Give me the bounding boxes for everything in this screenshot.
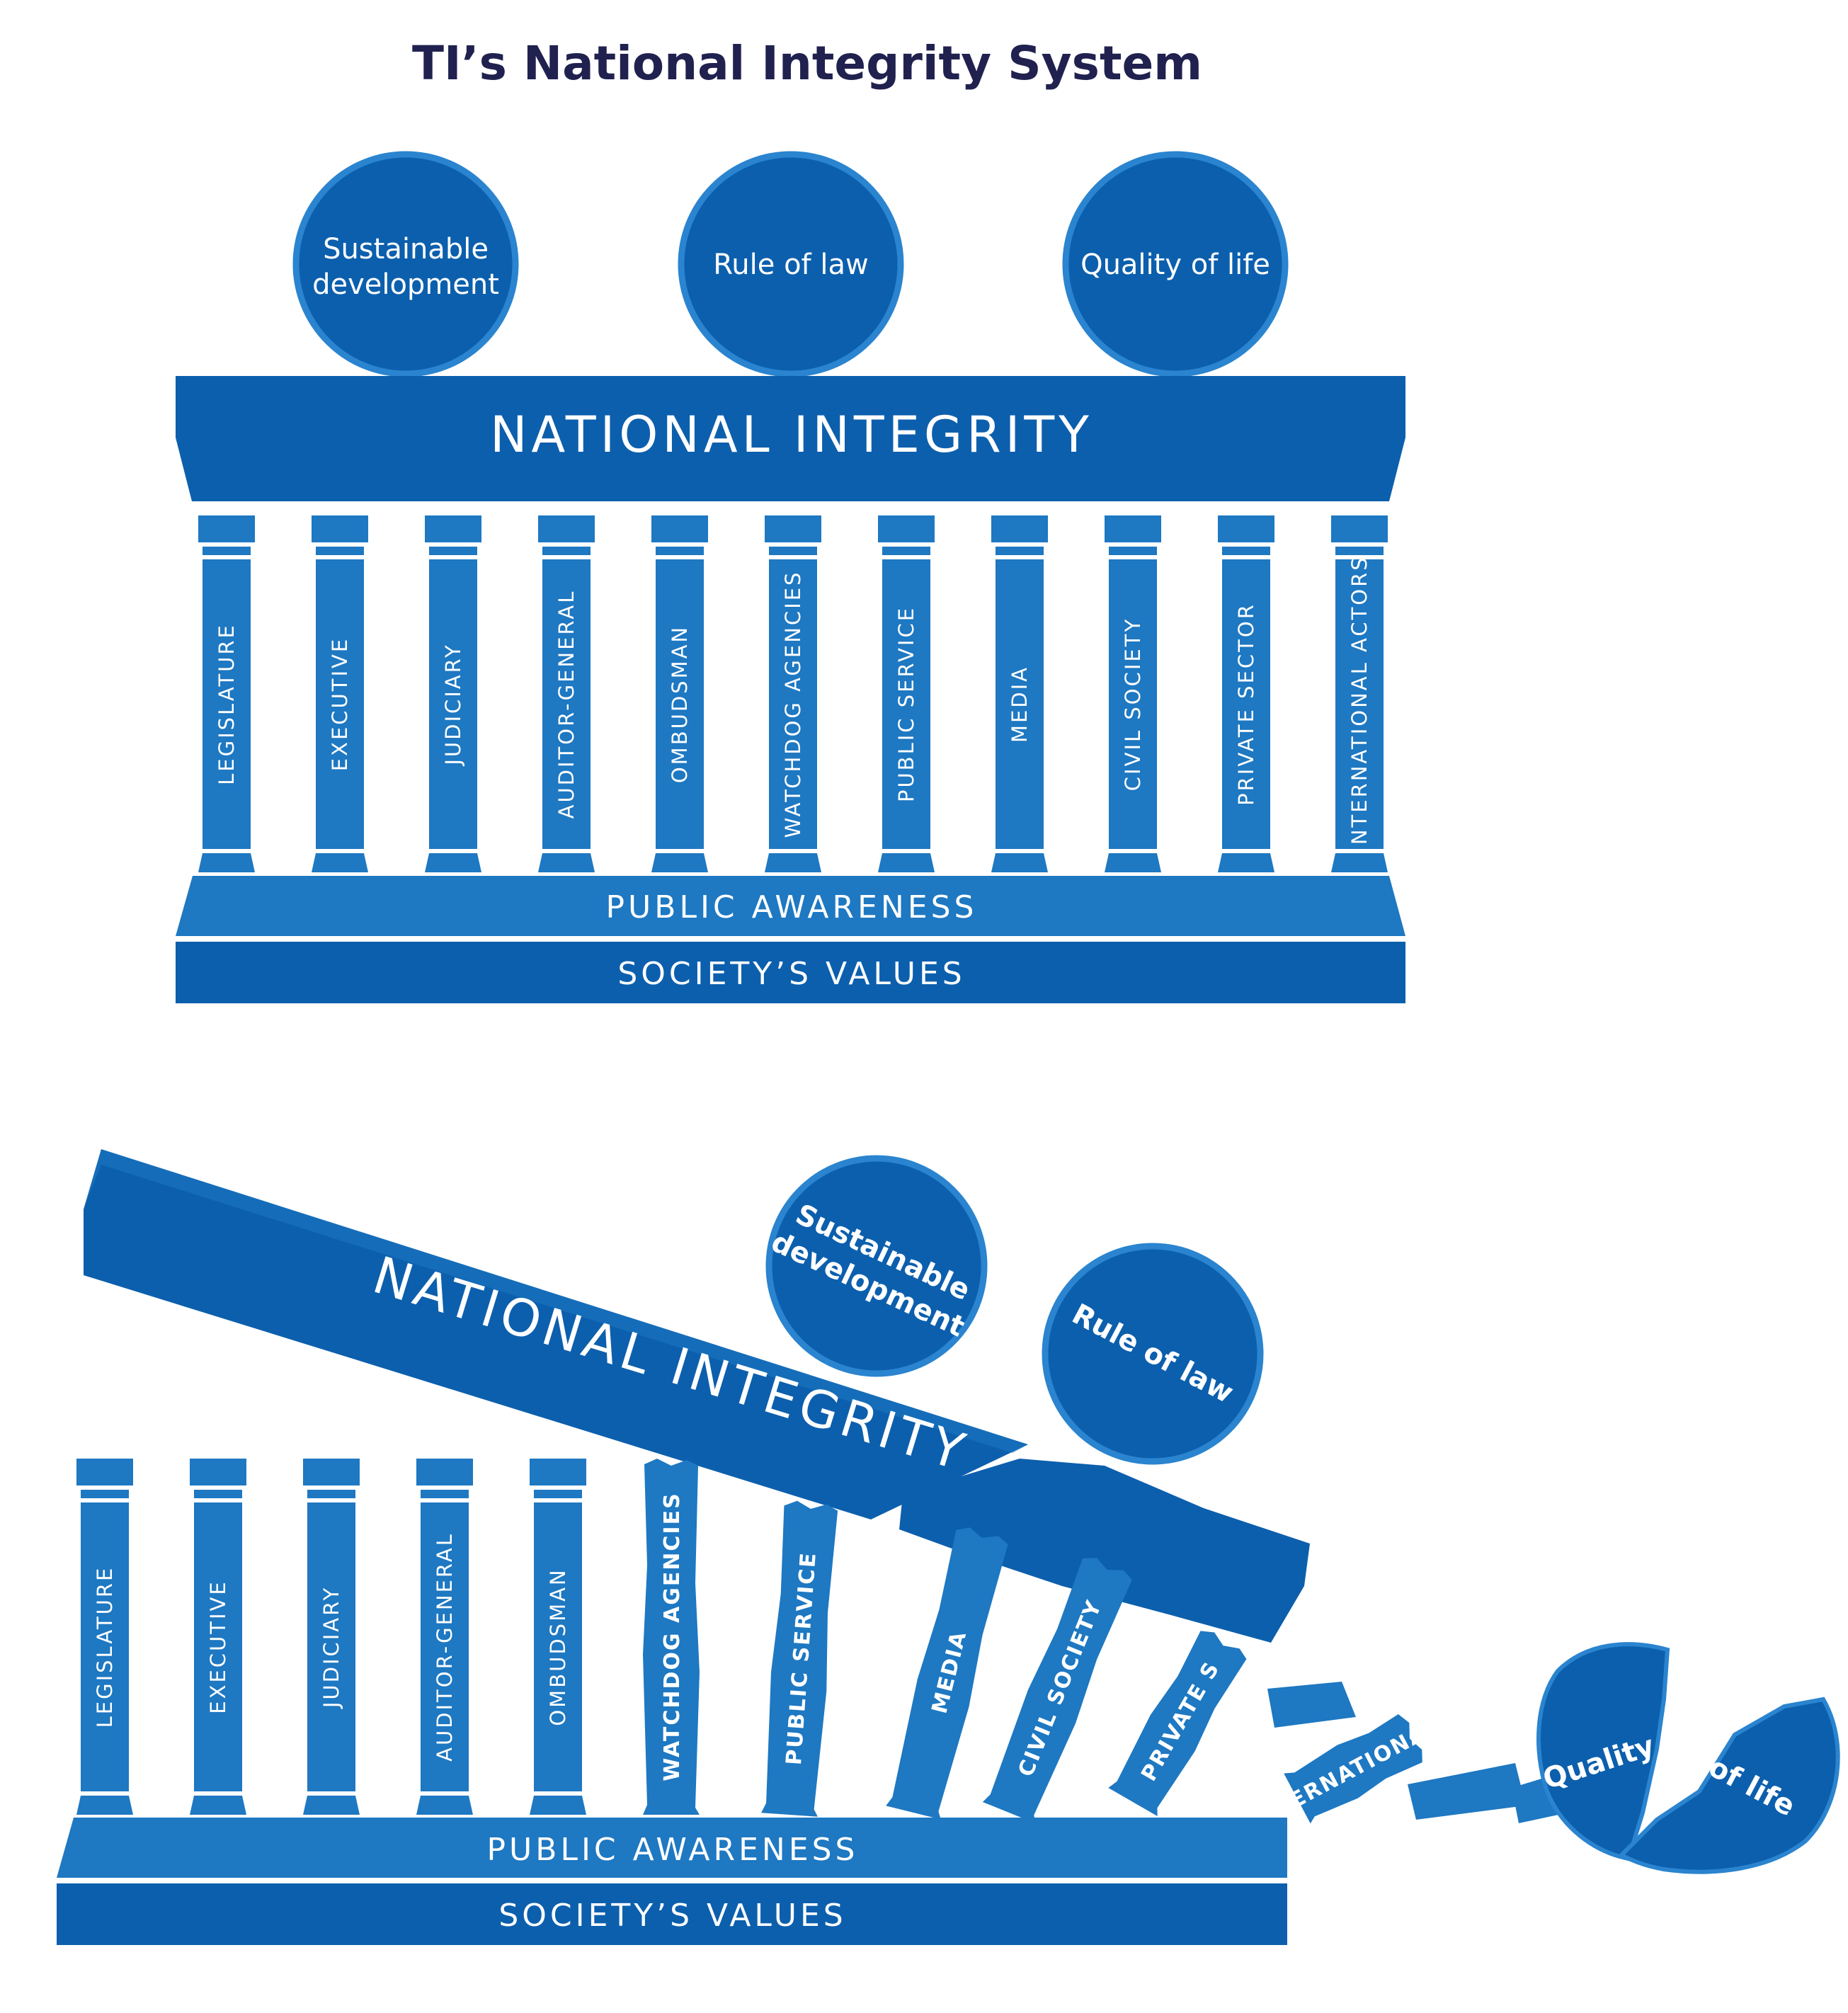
- falling-roof-national-integrity: NATIONAL INTEGRITY: [84, 1149, 1028, 1519]
- pillar-label: JUDICIARY: [319, 1586, 343, 1709]
- base-public-awareness: PUBLIC AWARENESS: [176, 876, 1405, 936]
- roof-fragment: [899, 1459, 1310, 1643]
- pillar-label: LEGISLATURE: [215, 623, 239, 785]
- standing-pillar-ombudsman: OMBUDSMAN: [530, 1459, 586, 1815]
- goal-label: Rule of law: [713, 249, 868, 281]
- intact-pillars: LEGISLATURE EXECUTIVE JUDICIARY AUDITOR-GEN…: [198, 515, 1388, 872]
- base-label: PUBLIC AWARENESS: [606, 889, 978, 925]
- goal-label-line1: Sustainable: [323, 233, 489, 266]
- standing-pillar-legislature: LEGISLATURE: [76, 1459, 133, 1815]
- pillar-fragment: [1267, 1682, 1356, 1728]
- standing-pillar-executive: EXECUTIVE: [190, 1459, 246, 1815]
- roof-national-integrity: NATIONAL INTEGRITY: [176, 376, 1405, 501]
- falling-goal-sustainable-development: Sustainable development: [765, 1155, 988, 1377]
- pillar-label: JUDICIARY: [441, 643, 465, 766]
- pillar-executive: EXECUTIVE: [312, 515, 368, 872]
- standing-pillar-judiciary: JUDICIARY: [303, 1459, 360, 1815]
- falling-goal-rule-of-law: Rule of law: [1042, 1243, 1264, 1465]
- pillar-label: WATCHDOG AGENCIES: [781, 571, 805, 838]
- falling-pillar-civil-society: CIVIL SOCIETY: [982, 1558, 1132, 1823]
- goal-sustainable-development: Sustainable development: [292, 151, 519, 377]
- page-title: TI’s National Integrity System: [412, 36, 1202, 91]
- roof-label: NATIONAL INTEGRITY: [490, 406, 1093, 464]
- pillar-label: EXECUTIVE: [206, 1580, 230, 1713]
- base-label: SOCIETY’S VALUES: [498, 1898, 846, 1934]
- falling-pillar-media: MEDIA: [886, 1527, 1008, 1820]
- pillar-watchdog-agencies: WATCHDOG AGENCIES: [765, 515, 821, 872]
- base-label: SOCIETY’S VALUES: [617, 956, 965, 992]
- quality-left-half: [1536, 1642, 1670, 1861]
- pillar-judiciary: JUDICIARY: [425, 515, 481, 872]
- pillar-label: LEGISLATURE: [93, 1566, 117, 1728]
- pillar-label: INTERNATIONAL ACTORS: [1347, 555, 1371, 852]
- broken-goal-quality-of-life: Quality of life: [1536, 1642, 1840, 1874]
- pillar-civil-society: CIVIL SOCIETY: [1105, 515, 1161, 872]
- pillar-fragment: [1408, 1763, 1526, 1820]
- pillar-label: OMBUDSMAN: [668, 625, 692, 783]
- base-societys-values: SOCIETY’S VALUES: [176, 942, 1405, 1003]
- pillar-label: AUDITOR-GENERAL: [433, 1532, 457, 1762]
- pillar-legislature: LEGISLATURE: [198, 515, 255, 872]
- pillar-label: PRIVATE SECTOR: [1234, 603, 1258, 806]
- intact-system: Sustainable development Rule of law Qual…: [176, 151, 1405, 1003]
- pillar-private-sector: PRIVATE SECTOR: [1218, 515, 1274, 872]
- standing-pillar-auditor-general: AUDITOR-GENERAL: [416, 1459, 473, 1815]
- goal-rule-of-law: Rule of law: [678, 151, 904, 377]
- quality-right-half: [1617, 1696, 1840, 1874]
- pillar-label: PUBLIC SERVICE: [894, 606, 918, 802]
- collapsed-pillars: LEGISLATURE EXECUTIVE JUDICIARY AUDITOR-GEN…: [76, 1459, 1568, 1835]
- pillar-label: WATCHDOG AGENCIES: [660, 1492, 685, 1781]
- pillar-international-actors: INTERNATIONAL ACTORS: [1331, 515, 1388, 872]
- collapsed-base-public-awareness: PUBLIC AWARENESS: [57, 1818, 1287, 1878]
- goal-label: Quality of life: [1080, 249, 1270, 281]
- pillar-label: CIVIL SOCIETY: [1121, 617, 1145, 791]
- falling-pillar-public-service: PUBLIC SERVICE: [761, 1500, 838, 1817]
- falling-pillar-watchdog-agencies: WATCHDOG AGENCIES: [643, 1459, 700, 1815]
- pillar-auditor-general: AUDITOR-GENERAL: [538, 515, 595, 872]
- pillar-label: EXECUTIVE: [328, 637, 352, 771]
- base-label: PUBLIC AWARENESS: [487, 1832, 859, 1868]
- pillar-public-service: PUBLIC SERVICE: [878, 515, 935, 872]
- pillar-ombudsman: OMBUDSMAN: [651, 515, 708, 872]
- falling-pillar-private-s: PRIVATE S: [1108, 1631, 1247, 1816]
- pillar-label: OMBUDSMAN: [546, 1568, 570, 1726]
- collapsed-base-societys-values: SOCIETY’S VALUES: [57, 1883, 1287, 1945]
- pillar-media: MEDIA: [991, 515, 1048, 872]
- pillar-label: MEDIA: [1008, 666, 1032, 743]
- goal-label-line2: development: [312, 268, 499, 301]
- pillar-label: AUDITOR-GENERAL: [554, 590, 578, 819]
- goal-quality-of-life: Quality of life: [1062, 151, 1289, 377]
- collapsed-system: NATIONAL INTEGRITY Sustainable developme…: [57, 1149, 1840, 1945]
